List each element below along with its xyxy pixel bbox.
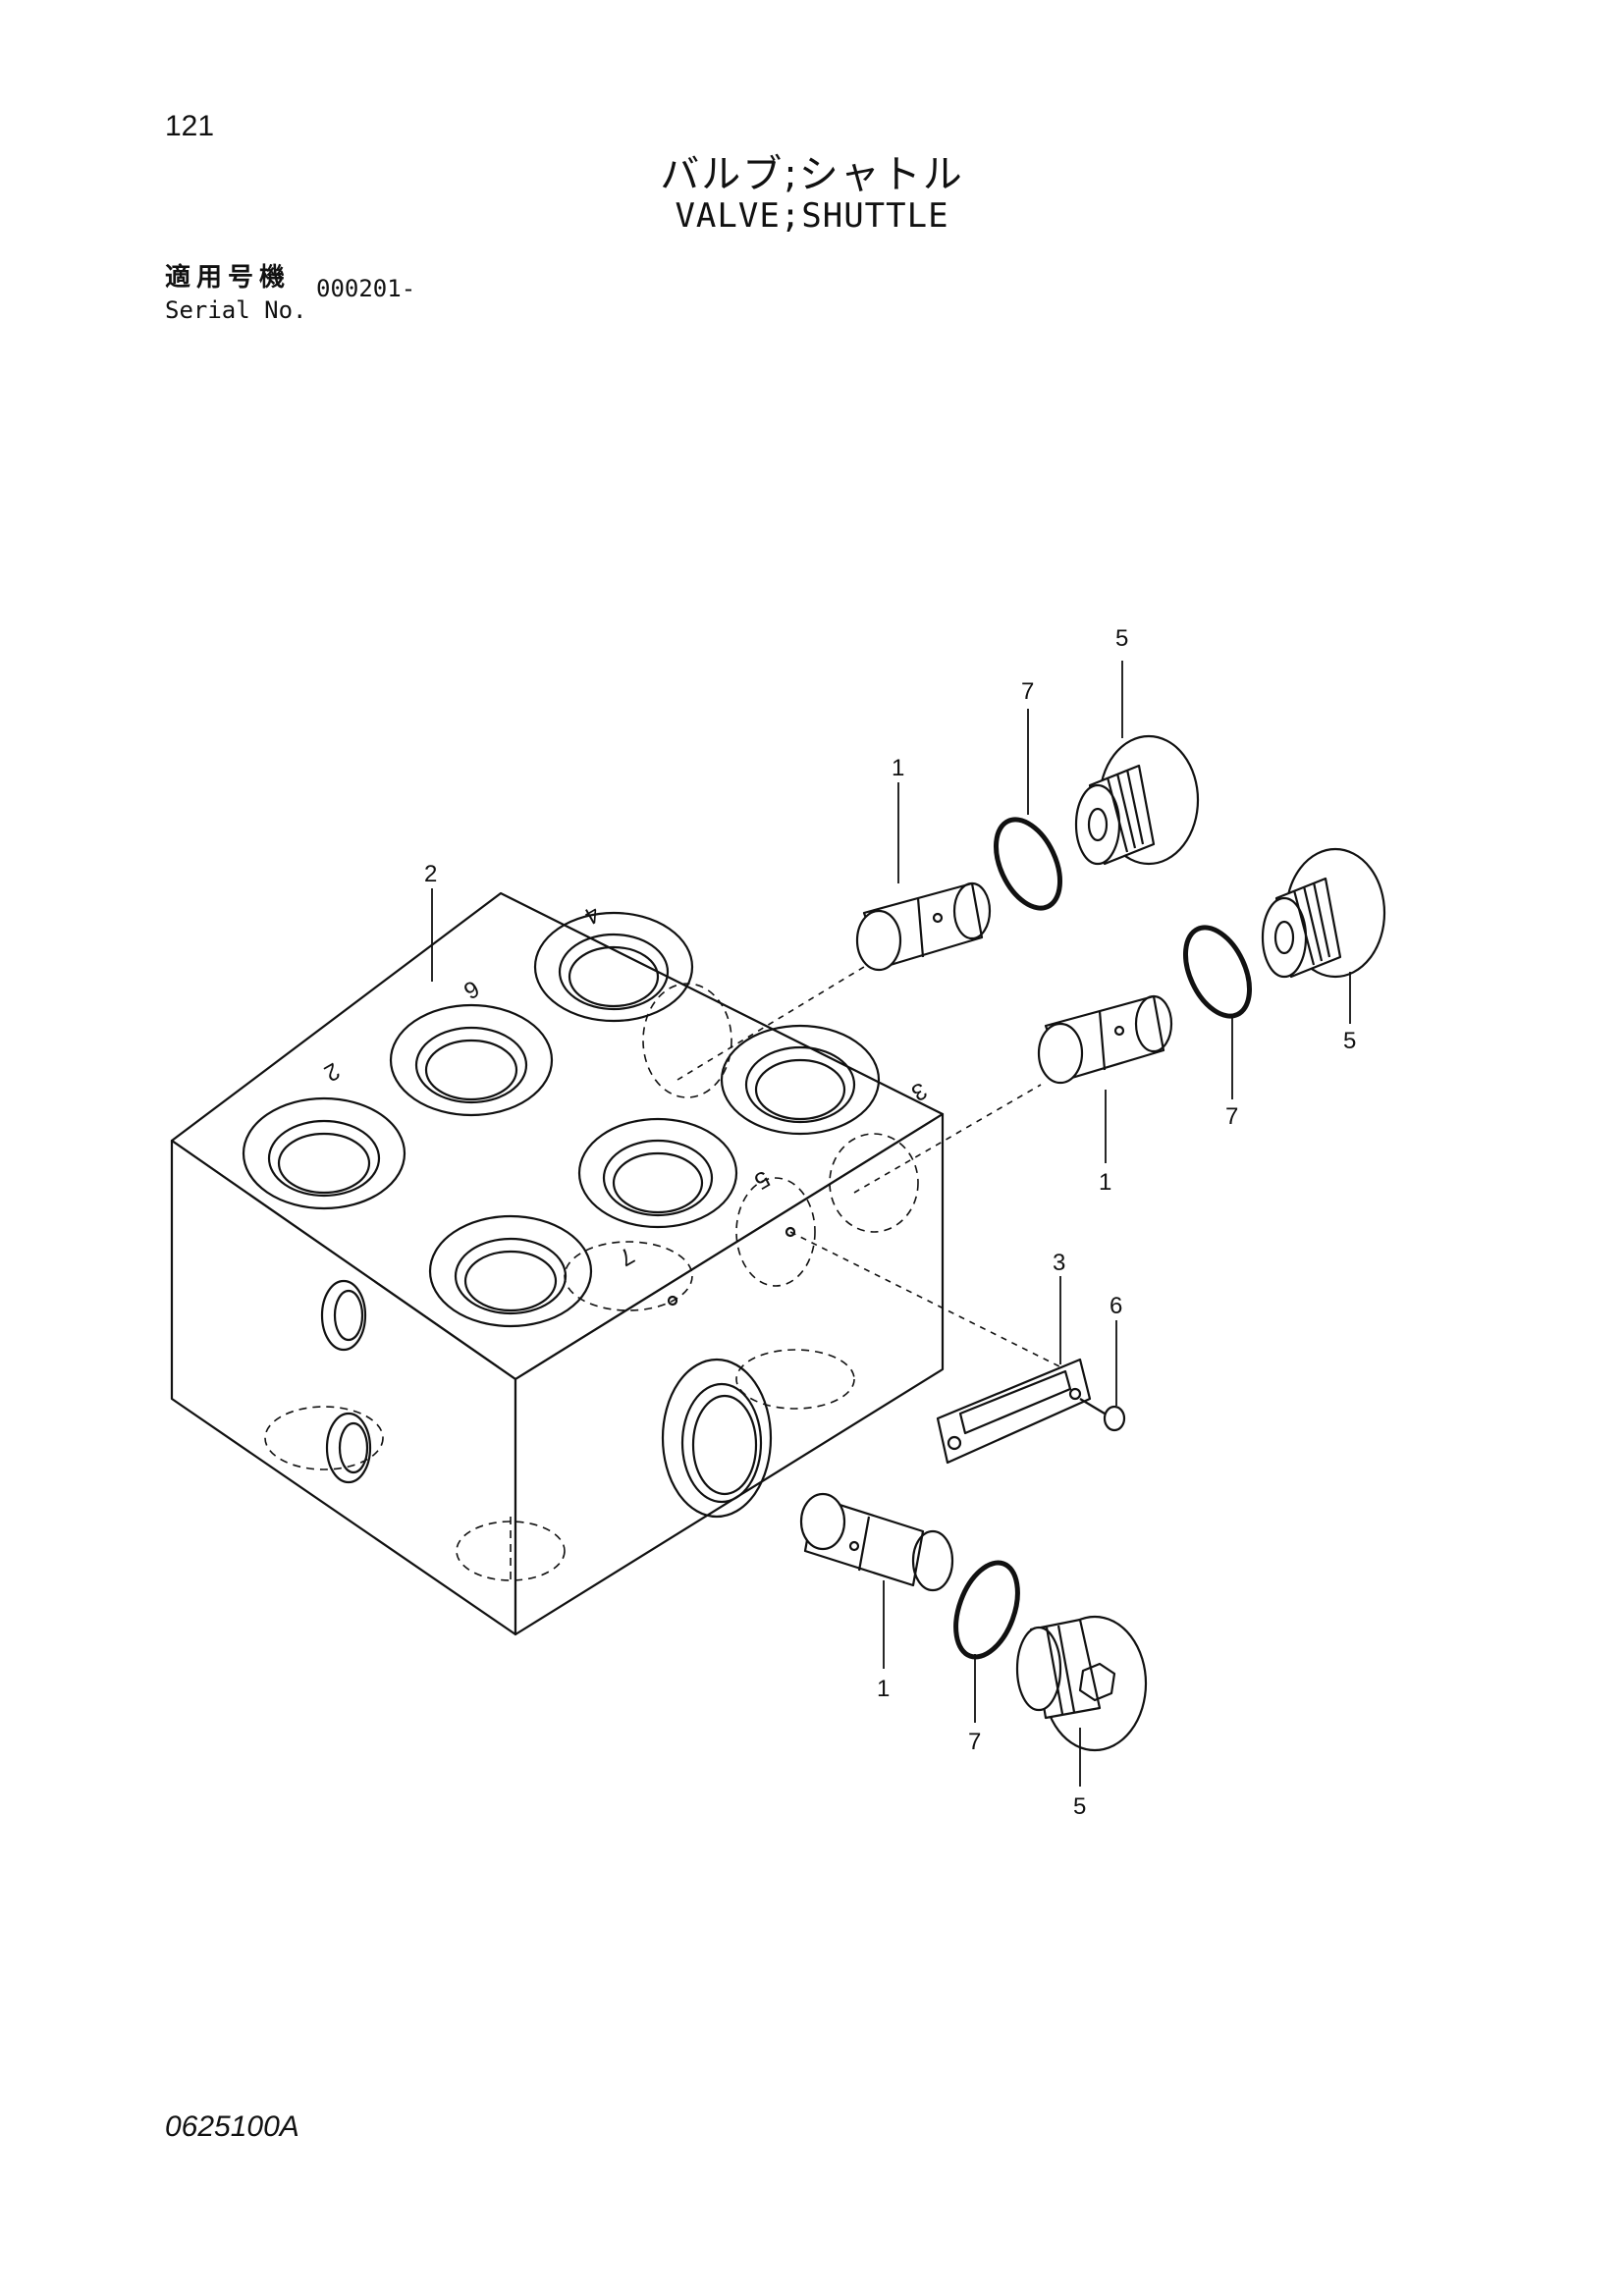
callout-1-upper: 1 [892,755,904,781]
port-label-4: 4 [579,900,604,930]
port-top-4 [533,911,694,1023]
o-ring-upper [994,817,1062,911]
callout-3: 3 [1053,1250,1065,1276]
valve-block [170,891,945,1636]
shuttle-spool-middle [1037,994,1173,1085]
port-top-3 [720,1024,881,1136]
o-ring-middle [1183,925,1252,1019]
callout-7-upper: 7 [1021,678,1034,705]
port-top-5 [577,1117,738,1229]
callout-1-middle: 1 [1099,1169,1111,1196]
port-front-large [661,1358,773,1519]
plug-middle [1261,847,1386,979]
side-port-lower [325,1412,372,1484]
nameplate [936,1358,1092,1465]
serial-value: 000201- [316,275,416,302]
plug-upper [1074,734,1200,866]
callout-2: 2 [424,861,437,887]
page-number: 121 [165,110,215,142]
title-japanese: バルブ;シャトル [660,152,964,197]
o-ring-lower [953,1560,1020,1660]
callout-1-lower: 1 [877,1676,890,1702]
callout-5-upper: 5 [1115,625,1128,652]
callout-5-lower: 5 [1073,1793,1086,1820]
callout-7-lower: 7 [968,1729,981,1755]
callout-5-middle: 5 [1343,1028,1356,1054]
screw [1079,1398,1126,1432]
port-top-7 [428,1214,593,1328]
plug-lower [1015,1615,1148,1752]
port-top-6 [389,1003,554,1117]
callout-6: 6 [1110,1293,1122,1319]
side-port-upper [320,1279,367,1352]
shuttle-spool-lower [799,1492,954,1592]
serial-label-japanese: 適用号機 [165,263,292,293]
shuttle-spool-upper [855,881,992,972]
drawing-code: 0625100A [165,2110,299,2143]
title-english: VALVE;SHUTTLE [675,196,949,236]
port-top-2 [242,1096,406,1210]
callout-7-middle: 7 [1225,1103,1238,1130]
serial-label-english: Serial No. [165,296,307,324]
